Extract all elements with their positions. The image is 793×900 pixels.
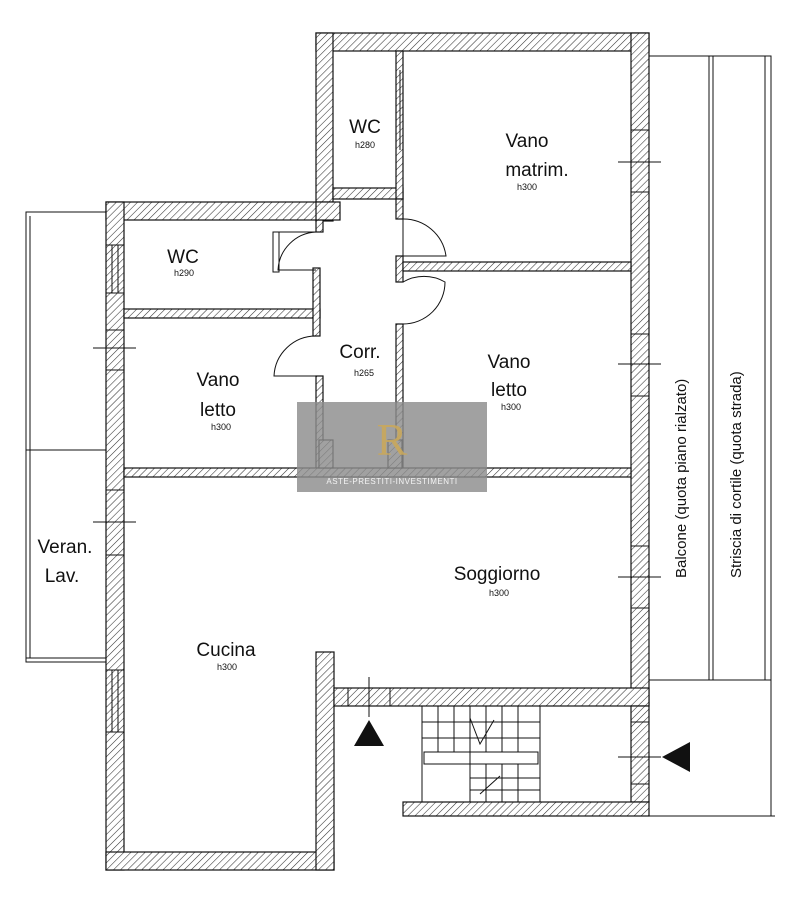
wall-wc-top-bottom [332, 187, 404, 200]
wall-wc-left-bottom [123, 308, 321, 319]
wall-right-main [630, 32, 650, 706]
room-cucina-height: h300 [217, 662, 237, 672]
room-matrim-name-2: matrim. [505, 160, 568, 181]
stair-outline [421, 705, 541, 803]
wall-left-main [105, 201, 125, 871]
room-soggiorno-height: h300 [489, 588, 509, 598]
watermark-background [297, 402, 487, 492]
doors [272, 70, 447, 377]
stair-arrow [469, 717, 495, 746]
room-wc-top-name: WC [349, 117, 381, 138]
watermark: R ASTE-PRESTITI-INVESTIMENTI [297, 402, 487, 492]
room-wc-left-name: WC [167, 247, 199, 268]
stairs [421, 705, 541, 803]
room-matrim-height: h300 [517, 182, 537, 192]
window-stair [630, 721, 650, 785]
door-jamb-wc-left [272, 231, 280, 273]
door-arc-matrim [402, 218, 447, 257]
door-arc-wc-left [277, 231, 317, 271]
wall-matrim-letto [402, 261, 632, 272]
entrance-triangle-right-icon [662, 742, 690, 772]
wall-soggiorno-bottom [333, 687, 650, 707]
watermark-text: ASTE-PRESTITI-INVESTIMENTI [326, 477, 457, 486]
label-striscia: Striscia di cortile (quota strada) [728, 371, 745, 578]
wall-left-upper [315, 32, 334, 222]
room-wc-left-height: h290 [174, 268, 194, 278]
veranda [25, 211, 107, 663]
wall-stair-bottom [402, 801, 650, 817]
label-balcone: Balcone (quota piano rialzato) [673, 379, 690, 578]
room-letto-left-name-1: Vano [197, 370, 240, 391]
room-letto-right-height: h300 [501, 402, 521, 412]
windows [93, 129, 661, 785]
room-letto-right-name-2: letto [491, 380, 527, 401]
wall-stair-right [630, 705, 650, 803]
wall-corner-fill [315, 201, 341, 221]
balcone-area [648, 55, 775, 817]
room-veranda-name-2: Lav. [45, 566, 80, 587]
wall-wc-corr-a [315, 219, 324, 233]
room-soggiorno-name: Soggiorno [454, 564, 541, 585]
room-matrim-name-1: Vano [506, 131, 549, 152]
wall-corr-right-a [395, 198, 404, 220]
door-arc-letto-left [273, 335, 317, 377]
room-letto-left-height: h300 [211, 422, 231, 432]
room-wc-top-height: h280 [355, 140, 375, 150]
wall-corr-right-b [395, 255, 404, 283]
entrance-triangle-icon [354, 720, 384, 746]
room-labels: WC h280 Vano matrim. h300 WC h290 Corr. … [38, 117, 569, 672]
balcone-outline [648, 55, 772, 681]
room-corr-height: h265 [354, 368, 374, 378]
wall-top-left [105, 201, 334, 221]
door-arc-letto-right [402, 275, 446, 325]
room-letto-right-name-1: Vano [488, 352, 531, 373]
room-letto-left-name-2: letto [200, 400, 236, 421]
room-cucina-name: Cucina [196, 640, 256, 661]
watermark-logo-mark: R [377, 414, 408, 465]
veranda-outline [25, 211, 107, 663]
wall-wc-corr-b [312, 267, 321, 337]
room-corr-name: Corr. [339, 342, 380, 363]
stair-landing [423, 751, 539, 765]
wall-kitchen-right [315, 651, 335, 871]
room-veranda-name-1: Veran. [38, 537, 93, 558]
wall-bottom-kitchen [105, 851, 335, 871]
wall-top-upper [315, 32, 650, 52]
window-cucina-low [105, 669, 125, 733]
